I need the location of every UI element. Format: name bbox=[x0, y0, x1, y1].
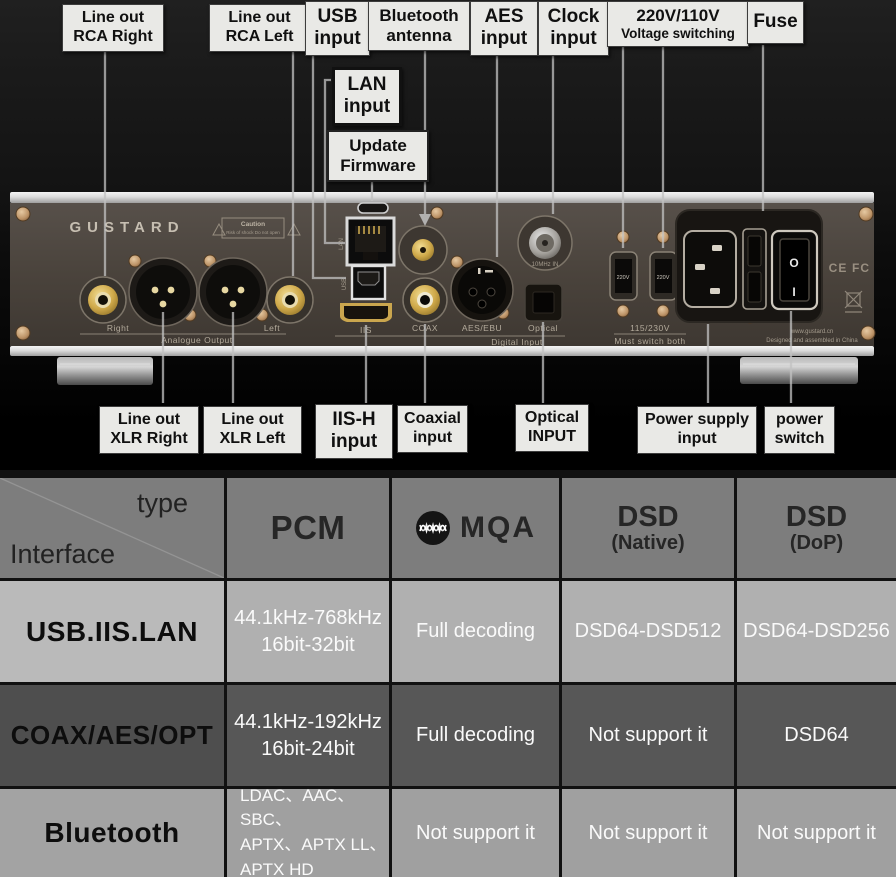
iec-inlet bbox=[683, 230, 737, 308]
cell-coax-pcm: 44.1kHz-192kHz 16bit-24bit bbox=[227, 685, 389, 786]
header-mqa: MQA bbox=[392, 478, 559, 578]
leader-lines bbox=[103, 45, 793, 403]
power-rocker-switch bbox=[770, 229, 819, 311]
cell-usb-dsd-native: DSD64-DSD512 bbox=[574, 620, 722, 642]
corner-interface-label: Interface bbox=[10, 539, 116, 569]
usb-b-port bbox=[350, 264, 387, 301]
caution-sub: Risk of shock Do not open bbox=[226, 230, 280, 235]
cell-coax-mqa: Full decoding bbox=[416, 724, 535, 746]
cell-bt-dsd-native: Not support it bbox=[588, 821, 708, 844]
callout-optical-input: Optical INPUT bbox=[515, 404, 589, 452]
callout-iis-h-input: IIS-H input bbox=[315, 404, 393, 459]
arrow-down-icon bbox=[419, 214, 431, 226]
corner-diagonal bbox=[0, 478, 224, 578]
left-channel-label: Left bbox=[264, 323, 280, 333]
mqa-logo-icon bbox=[416, 511, 450, 545]
xlr-left-connector bbox=[198, 257, 268, 327]
lan-port bbox=[345, 216, 396, 267]
bluetooth-antenna-connector bbox=[398, 225, 448, 275]
chassis-top-edge bbox=[10, 192, 874, 203]
callout-line-out-xlr-left: Line out XLR Left bbox=[203, 406, 302, 454]
aes-ebu-label: AES/EBU bbox=[462, 323, 502, 333]
aes-ebu-connector bbox=[450, 258, 514, 322]
header-pcm: PCM bbox=[227, 478, 389, 578]
spec-table: type Interface PCM MQA DSD (Native) DSD … bbox=[0, 470, 896, 877]
cell-bt-dsd-dop: Not support it bbox=[757, 821, 876, 844]
voltage-switch-value: 220V bbox=[657, 275, 670, 281]
power-off-mark: O bbox=[789, 256, 798, 270]
cell-usb-mqa: Full decoding bbox=[416, 620, 535, 642]
row-label-bluetooth: Bluetooth bbox=[0, 789, 224, 877]
callout-lan-input: LAN input bbox=[332, 67, 402, 126]
fcc-mark: FC bbox=[852, 261, 870, 275]
cell-usb-dsd-dop: DSD64-DSD256 bbox=[743, 620, 890, 642]
mqa-text: MQA bbox=[460, 511, 536, 544]
warning-icon bbox=[212, 222, 226, 236]
callout-usb-input: USB input bbox=[305, 1, 370, 56]
callout-bluetooth-antenna: Bluetooth antenna bbox=[368, 1, 470, 52]
made-in-text: Designed and assembled in China bbox=[766, 338, 858, 344]
callout-coaxial-input: Coaxial input bbox=[397, 405, 468, 453]
callout-power-switch: power switch bbox=[764, 406, 835, 454]
analogue-output-label: Analogue Output bbox=[161, 335, 232, 345]
iis-hdmi-port bbox=[340, 303, 392, 322]
callout-line-out-rca-left: Line out RCA Left bbox=[209, 4, 310, 52]
cell-coax-dsd-native: Not support it bbox=[588, 724, 708, 746]
right-channel-label: Right bbox=[107, 323, 129, 333]
clock-bnc-connector bbox=[517, 215, 573, 271]
brand-logo: GUSTARD bbox=[69, 219, 184, 236]
rca-right-jack bbox=[79, 276, 127, 324]
callout-power-supply-input: Power supply input bbox=[637, 406, 757, 454]
xlr-right-connector bbox=[128, 257, 198, 327]
rear-panel-drawing: GUSTARD Caution Risk of shock Do not ope… bbox=[10, 45, 876, 403]
weee-bin-icon bbox=[844, 290, 863, 313]
callout-voltage-switching: 220V/110V Voltage switching bbox=[607, 1, 749, 47]
optical-port bbox=[524, 283, 563, 322]
row-label-usb-iis-lan: USB.IIS.LAN bbox=[0, 581, 224, 682]
caution-title: Caution bbox=[241, 221, 265, 228]
callout-fuse: Fuse bbox=[747, 1, 804, 45]
usb-port-tag: USB bbox=[342, 278, 348, 290]
voltage-switch-value: 220V bbox=[617, 275, 630, 281]
cell-usb-pcm: 44.1kHz-768kHz 16bit-32bit bbox=[227, 581, 389, 682]
ce-mark: CE bbox=[829, 261, 848, 275]
right-foot bbox=[740, 357, 858, 384]
usb-c-firmware-port bbox=[357, 202, 389, 214]
voltage-switch-2 bbox=[649, 251, 678, 301]
voltage-switch-1 bbox=[609, 251, 638, 301]
voltage-note-2: Must switch both bbox=[614, 336, 685, 346]
callout-aes-input: AES input bbox=[470, 1, 538, 56]
cell-coax-dsd-dop: DSD64 bbox=[784, 724, 849, 746]
header-dsd-native: DSD (Native) bbox=[562, 478, 734, 578]
callout-update-firmware: Update Firmware bbox=[327, 130, 429, 183]
rear-panel-photo: GUSTARD Caution Risk of shock Do not ope… bbox=[0, 0, 896, 470]
cell-bt-codecs: LDAC、AAC、SBC、 APTX、APTX LL、 APTX HD bbox=[227, 786, 389, 877]
table-corner-cell: type Interface bbox=[0, 478, 224, 578]
voltage-note-1: 115/230V bbox=[630, 323, 670, 333]
cell-bt-mqa: Not support it bbox=[416, 821, 535, 844]
header-dsd-dop: DSD (DoP) bbox=[737, 478, 896, 578]
power-entry-module bbox=[675, 209, 823, 323]
left-foot bbox=[57, 357, 153, 385]
row-label-coax-aes-opt: COAX/AES/OPT bbox=[0, 685, 224, 786]
callout-clock-input: Clock input bbox=[538, 1, 609, 56]
fuse-holder bbox=[742, 228, 767, 310]
digital-input-label: Digital Input bbox=[491, 337, 543, 347]
clock-port-label: 10MHz IN bbox=[532, 262, 559, 268]
callout-line-out-rca-right: Line out RCA Right bbox=[62, 4, 164, 52]
power-on-mark: I bbox=[792, 285, 795, 299]
site-text: www.gustard.cn bbox=[790, 329, 833, 335]
callout-line-out-xlr-right: Line out XLR Right bbox=[99, 406, 199, 454]
rca-left-jack bbox=[266, 276, 314, 324]
coax-jack bbox=[402, 277, 448, 323]
chassis-bottom-edge bbox=[10, 346, 874, 356]
corner-type-label: type bbox=[136, 488, 188, 518]
